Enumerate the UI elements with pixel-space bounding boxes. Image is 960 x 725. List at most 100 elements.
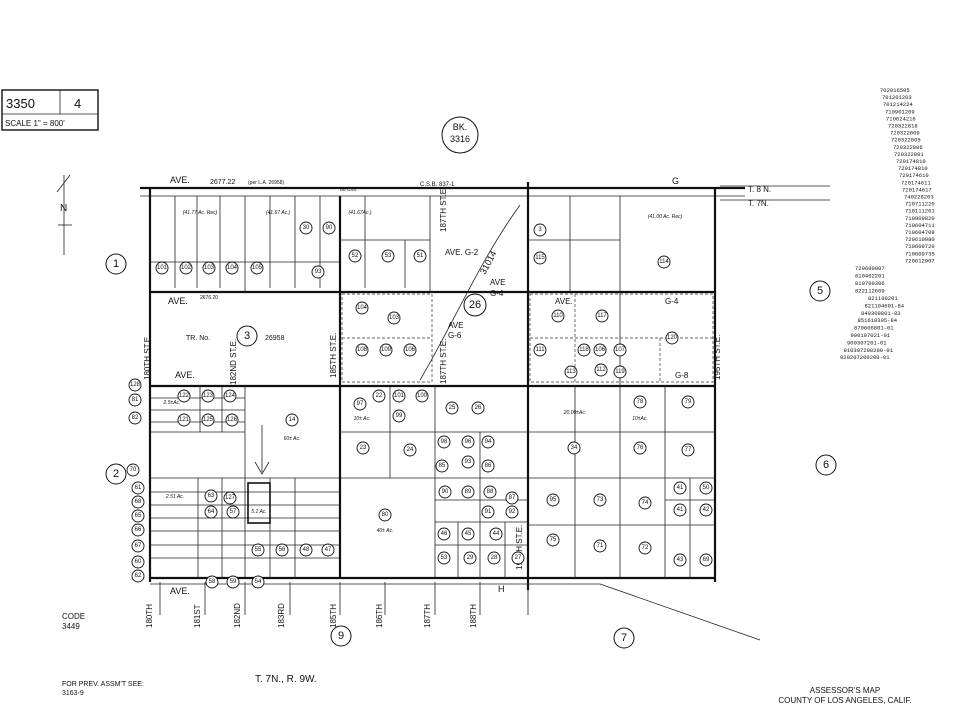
parcel-102[interactable]: 102 bbox=[179, 261, 193, 275]
parcel-65[interactable]: 65 bbox=[131, 509, 145, 523]
parcel-61[interactable]: 61 bbox=[131, 481, 145, 495]
parcel-104[interactable]: 104 bbox=[225, 261, 239, 275]
parcel-46[interactable]: 46 bbox=[437, 527, 451, 541]
parcel-63[interactable]: 63 bbox=[204, 489, 218, 503]
parcel-22[interactable]: 22 bbox=[372, 389, 386, 403]
parcel-97[interactable]: 97 bbox=[353, 397, 367, 411]
parcel-44[interactable]: 44 bbox=[489, 527, 503, 541]
sheet-circle[interactable]: 7 bbox=[613, 627, 635, 649]
parcel-122[interactable]: 122 bbox=[177, 389, 191, 403]
sheet-circle[interactable]: 2 bbox=[105, 463, 127, 485]
parcel-60[interactable]: 60 bbox=[131, 555, 145, 569]
parcel-45[interactable]: 45 bbox=[461, 527, 475, 541]
parcel-128[interactable]: 128 bbox=[128, 378, 142, 392]
parcel-80[interactable]: 80 bbox=[378, 508, 392, 522]
parcel-41[interactable]: 41 bbox=[673, 481, 687, 495]
parcel-124[interactable]: 124 bbox=[223, 389, 237, 403]
parcel-59[interactable]: 59 bbox=[226, 575, 240, 589]
parcel-106[interactable]: 106 bbox=[403, 343, 417, 357]
sheet-circle[interactable]: 1 bbox=[105, 253, 127, 275]
parcel-127[interactable]: 127 bbox=[223, 491, 237, 505]
parcel-64[interactable]: 64 bbox=[204, 505, 218, 519]
parcel-101[interactable]: 101 bbox=[392, 389, 406, 403]
parcel-77[interactable]: 77 bbox=[681, 443, 695, 457]
parcel-30[interactable]: 30 bbox=[299, 221, 313, 235]
parcel-111[interactable]: 111 bbox=[533, 343, 547, 357]
parcel-74[interactable]: 74 bbox=[638, 496, 652, 510]
parcel-14[interactable]: 14 bbox=[285, 413, 299, 427]
parcel-48[interactable]: 48 bbox=[299, 543, 313, 557]
parcel-66[interactable]: 66 bbox=[131, 523, 145, 537]
parcel-78[interactable]: 78 bbox=[633, 395, 647, 409]
parcel-82[interactable]: 82 bbox=[128, 411, 142, 425]
parcel-75[interactable]: 75 bbox=[546, 533, 560, 547]
parcel-56[interactable]: 56 bbox=[275, 543, 289, 557]
parcel-53[interactable]: 53 bbox=[437, 551, 451, 565]
parcel-53[interactable]: 53 bbox=[381, 249, 395, 263]
parcel-41[interactable]: 41 bbox=[673, 503, 687, 517]
parcel-115[interactable]: 115 bbox=[533, 251, 547, 265]
parcel-43[interactable]: 43 bbox=[673, 553, 687, 567]
parcel-101[interactable]: 101 bbox=[155, 261, 169, 275]
parcel-58[interactable]: 58 bbox=[205, 575, 219, 589]
parcel-125[interactable]: 125 bbox=[201, 413, 215, 427]
parcel-117[interactable]: 117 bbox=[595, 309, 609, 323]
parcel-119[interactable]: 119 bbox=[613, 365, 627, 379]
parcel-85[interactable]: 85 bbox=[435, 459, 449, 473]
parcel-120[interactable]: 120 bbox=[665, 331, 679, 345]
parcel-88[interactable]: 88 bbox=[483, 485, 497, 499]
sheet-circle[interactable]: 26 bbox=[463, 293, 487, 317]
parcel-70[interactable]: 70 bbox=[126, 463, 140, 477]
sheet-circle[interactable]: 3 bbox=[236, 325, 258, 347]
parcel-113[interactable]: 113 bbox=[564, 365, 578, 379]
parcel-42[interactable]: 42 bbox=[699, 503, 713, 517]
parcel-23[interactable]: 23 bbox=[356, 441, 370, 455]
parcel-25[interactable]: 25 bbox=[445, 401, 459, 415]
parcel-104[interactable]: 104 bbox=[355, 301, 369, 315]
parcel-79[interactable]: 79 bbox=[681, 395, 695, 409]
parcel-100[interactable]: 100 bbox=[415, 389, 429, 403]
parcel-105[interactable]: 105 bbox=[250, 261, 264, 275]
parcel-92[interactable]: 92 bbox=[505, 505, 519, 519]
sheet-circle[interactable]: 5 bbox=[809, 280, 831, 302]
parcel-90[interactable]: 90 bbox=[322, 221, 336, 235]
parcel-86[interactable]: 86 bbox=[481, 459, 495, 473]
parcel-55[interactable]: 55 bbox=[251, 543, 265, 557]
parcel-110[interactable]: 110 bbox=[551, 309, 565, 323]
parcel-93[interactable]: 93 bbox=[461, 455, 475, 469]
parcel-106[interactable]: 106 bbox=[593, 343, 607, 357]
parcel-52[interactable]: 52 bbox=[348, 249, 362, 263]
parcel-54[interactable]: 54 bbox=[251, 575, 265, 589]
parcel-3[interactable]: 3 bbox=[533, 223, 547, 237]
parcel-99[interactable]: 99 bbox=[392, 409, 406, 423]
parcel-112[interactable]: 112 bbox=[594, 363, 608, 377]
parcel-47[interactable]: 47 bbox=[321, 543, 335, 557]
parcel-126[interactable]: 126 bbox=[225, 413, 239, 427]
parcel-89[interactable]: 89 bbox=[461, 485, 475, 499]
parcel-98[interactable]: 98 bbox=[437, 435, 451, 449]
sheet-circle[interactable]: 6 bbox=[815, 454, 837, 476]
parcel-95[interactable]: 95 bbox=[546, 493, 560, 507]
parcel-121[interactable]: 121 bbox=[177, 413, 191, 427]
parcel-24[interactable]: 24 bbox=[403, 443, 417, 457]
parcel-91[interactable]: 91 bbox=[481, 505, 495, 519]
parcel-71[interactable]: 71 bbox=[593, 539, 607, 553]
parcel-103[interactable]: 103 bbox=[202, 261, 216, 275]
parcel-87[interactable]: 87 bbox=[505, 491, 519, 505]
parcel-68[interactable]: 68 bbox=[131, 495, 145, 509]
parcel-27[interactable]: 27 bbox=[511, 551, 525, 565]
parcel-50[interactable]: 50 bbox=[699, 481, 713, 495]
sheet-circle[interactable]: 9 bbox=[330, 625, 352, 647]
parcel-109[interactable]: 109 bbox=[379, 343, 393, 357]
parcel-62[interactable]: 62 bbox=[131, 569, 145, 583]
parcel-81[interactable]: 81 bbox=[128, 393, 142, 407]
parcel-73[interactable]: 73 bbox=[593, 493, 607, 507]
parcel-34[interactable]: 34 bbox=[567, 441, 581, 455]
parcel-76[interactable]: 76 bbox=[633, 441, 647, 455]
parcel-26[interactable]: 26 bbox=[471, 401, 485, 415]
parcel-114[interactable]: 114 bbox=[657, 255, 671, 269]
parcel-28[interactable]: 28 bbox=[487, 551, 501, 565]
parcel-90[interactable]: 90 bbox=[438, 485, 452, 499]
parcel-107[interactable]: 107 bbox=[613, 343, 627, 357]
parcel-103[interactable]: 103 bbox=[387, 311, 401, 325]
